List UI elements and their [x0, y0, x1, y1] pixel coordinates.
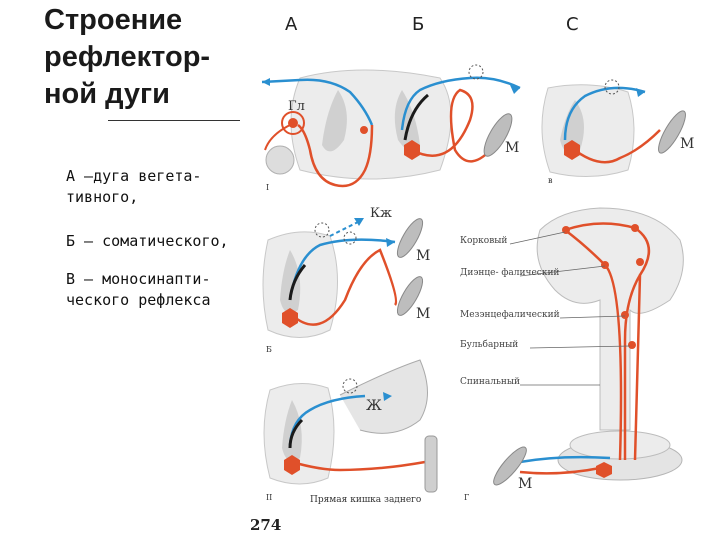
ganglion-mid-2: [343, 231, 357, 245]
spinal-motor-neuron: [596, 462, 612, 478]
interneuron-mid: [288, 264, 307, 301]
receptor-mid: [386, 238, 395, 247]
bulbar-path: [623, 274, 642, 460]
label-zh: Ж: [366, 398, 382, 414]
spinal-ganglion-c: [604, 79, 620, 95]
muscle-right: [493, 446, 527, 486]
label-panel-1: I: [266, 183, 269, 192]
diencephalic-neuron: [601, 261, 609, 269]
caption-monosynaptic: В – моносинапти- ческого рефлекса: [66, 269, 211, 311]
mesencephalic-neuron: [621, 311, 629, 319]
motor-neuron-b: [404, 140, 420, 160]
page-number: 274: [250, 516, 282, 534]
interneuron-bottom: [288, 418, 304, 449]
brain-level-diencephalic: Диэнце- фалический: [460, 268, 559, 278]
brain-level-leaders: [509, 231, 631, 386]
efferent-path-c: [571, 129, 661, 164]
caption-monosynaptic-line-1: В – моносинапти-: [66, 270, 211, 288]
interneuron-a: [360, 126, 368, 134]
label-muscle-right: М: [518, 476, 532, 492]
visceral-receptor: [354, 218, 364, 226]
spinal-cord-section-c: [541, 84, 635, 178]
label-rectum: Прямая кишка заднего: [310, 495, 421, 505]
ganglion-bottom: [342, 378, 358, 394]
receptor-c: [636, 88, 645, 97]
efferent-path-b: [411, 88, 496, 163]
brain-level-spinal: Спинальный: [460, 377, 520, 387]
ganglion-cell: [288, 118, 298, 128]
bulbar-neuron: [628, 341, 636, 349]
postganglionic-a: [264, 124, 291, 151]
column-label-b: Б: [412, 14, 425, 35]
spinal-cord-section-mid: [262, 231, 338, 338]
afferent-path-mid: [290, 238, 396, 291]
label-muscle-b: М: [505, 140, 519, 156]
ganglion-mid-1: [314, 222, 330, 238]
page-title: Строение рефлектор- ной дуги: [44, 2, 210, 113]
rectal-sphincter: [424, 435, 438, 493]
column-label-a: А: [285, 14, 298, 35]
motor-neuron-c: [564, 140, 580, 160]
interneuron-b: [403, 93, 429, 141]
sympathetic-ganglion: [265, 145, 295, 175]
muscle-b: [483, 113, 513, 157]
label-muscle-mid-2: М: [416, 306, 430, 322]
diencephalic-neuron-2: [636, 258, 644, 266]
visceral-afferent-dashed: [329, 221, 359, 237]
caption-autonomic-line-1: А –дуга вегета-: [66, 167, 202, 185]
efferent-path-mid: [291, 248, 398, 326]
motor-neuron-mid: [282, 308, 298, 328]
spinal-ganglion-b: [468, 64, 484, 80]
cortical-neuron-2: [631, 224, 639, 232]
caption-autonomic-line-2: тивного,: [66, 188, 139, 206]
muscle-mid-2: [396, 276, 424, 316]
title-line-1: Строение: [44, 4, 183, 36]
motor-neuron-bottom: [284, 455, 300, 475]
afferent-path-c: [563, 86, 646, 141]
caption-monosynaptic-line-2: ческого рефлекса: [66, 291, 211, 309]
label-kzh: Кж: [370, 206, 392, 221]
title-line-2: рефлектор-: [44, 41, 211, 73]
label-muscle-mid-1: М: [416, 248, 430, 264]
title-line-3: ной дуги: [44, 78, 170, 110]
brain-outline: [536, 207, 684, 481]
label-gl: Гл: [288, 99, 305, 114]
title-underline: [108, 120, 240, 121]
receptor-bottom: [383, 392, 392, 401]
afferent-path-b: [400, 76, 471, 131]
efferent-path-a: [297, 123, 374, 188]
label-panel-g: Г: [464, 493, 469, 502]
label-panel-b: Б: [266, 345, 272, 354]
label-panel-2: II: [266, 493, 272, 502]
column-label-c: С: [566, 14, 579, 35]
diencephalic-path: [564, 229, 623, 461]
spinal-afferent-path: [519, 455, 611, 464]
afferent-path-a: [261, 78, 374, 126]
caption-somatic: Б – соматического,: [66, 232, 229, 250]
receptor-b: [510, 85, 520, 94]
receptor-a: [262, 78, 270, 86]
muscle-mid-1: [396, 218, 424, 258]
brain-level-mesencephalic: Мезэнцефалический: [460, 310, 560, 320]
ganglion-circle: [281, 111, 305, 135]
brain-level-cortical: Корковый: [460, 236, 507, 246]
label-muscle-c: М: [680, 136, 694, 152]
muscle-c: [658, 110, 686, 154]
spinal-efferent-path: [519, 466, 601, 475]
label-panel-v: в: [548, 176, 553, 185]
afferent-skin-b: [469, 76, 521, 90]
brain-level-bulbar: Бульбарный: [460, 339, 518, 350]
efferent-path-bottom: [291, 460, 426, 472]
caption-autonomic: А –дуга вегета- тивного,: [66, 166, 201, 208]
